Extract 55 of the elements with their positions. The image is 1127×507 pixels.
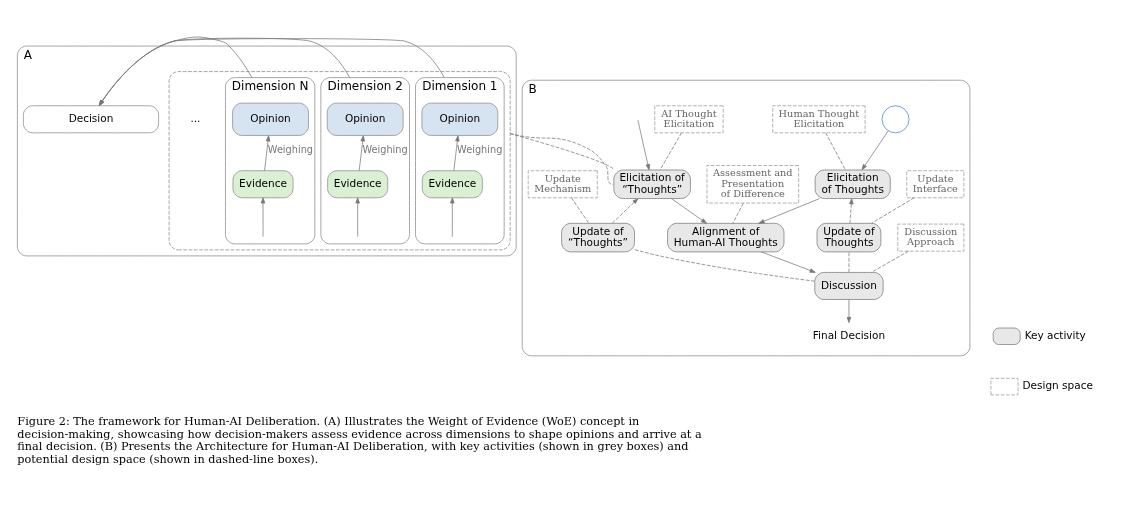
arrow bbox=[637, 119, 651, 171]
arrow bbox=[98, 36, 253, 106]
node-box: Elicitation of Thoughts bbox=[814, 169, 891, 199]
node-box: Opinion bbox=[232, 102, 309, 136]
edge-label: Weighing bbox=[457, 144, 503, 156]
connector bbox=[659, 132, 682, 171]
arrow bbox=[758, 198, 820, 224]
arrow bbox=[453, 135, 460, 171]
legend-label: Design space bbox=[1022, 379, 1093, 392]
edge-label: Weighing bbox=[267, 144, 314, 156]
connector bbox=[634, 249, 815, 282]
arrow bbox=[358, 135, 365, 171]
connector bbox=[571, 197, 590, 224]
node-box: Opinion bbox=[326, 102, 404, 136]
node-box: AI Thought Elicitation bbox=[654, 105, 724, 134]
arrow bbox=[611, 198, 639, 224]
node-box: Evidence bbox=[232, 170, 294, 199]
arrow bbox=[450, 197, 455, 238]
arrow bbox=[761, 251, 816, 273]
arrow bbox=[260, 197, 266, 238]
edge-label: Weighing bbox=[362, 144, 408, 156]
legend-label: Key activity bbox=[1024, 329, 1086, 342]
arrow bbox=[861, 130, 889, 171]
node-box: Update Mechanism bbox=[527, 170, 598, 199]
connector bbox=[825, 132, 846, 171]
node-box: Decision bbox=[23, 105, 159, 134]
connector bbox=[871, 197, 915, 224]
node-box: Update of Thoughts bbox=[816, 222, 882, 253]
node-box: Update of “Thoughts” bbox=[561, 222, 635, 253]
arrow bbox=[98, 37, 351, 106]
node-box: Update Interface bbox=[906, 170, 965, 199]
node-box: Assessment and Presentation of Difference bbox=[706, 165, 799, 204]
node-box: Discussion Approach bbox=[897, 223, 965, 252]
connector bbox=[848, 251, 850, 273]
arrow bbox=[671, 198, 707, 224]
connector bbox=[870, 250, 909, 273]
label: ... bbox=[190, 112, 201, 125]
arrow bbox=[264, 135, 271, 171]
connector bbox=[732, 202, 744, 224]
caption: Figure 2: The framework for Human-AI Deliberation. (A) Illustrates the Weight of Evidence (WoE) concept in decision-making, showcasing how decision-makers assess evidence across dimensions to shape opinions and arrive at a final decision. (B) Presents the Architecture for Human-AI Deliberation, with key activities (shown in grey boxes) and potential design space (shown in dashed-line boxes). bbox=[17, 414, 702, 467]
node-box: Evidence bbox=[327, 170, 389, 199]
node-box: Alignment of Human-AI Thoughts bbox=[667, 222, 785, 253]
arrow bbox=[355, 197, 360, 238]
node-person bbox=[881, 105, 910, 134]
arrow bbox=[846, 299, 852, 323]
node-text: Final Decision bbox=[812, 329, 886, 342]
arrow bbox=[849, 198, 854, 224]
node-box: Human Thought Elicitation bbox=[772, 105, 866, 134]
cluster bbox=[168, 71, 511, 251]
node-box: Evidence bbox=[421, 170, 483, 199]
node-box: Opinion bbox=[421, 102, 499, 136]
arrow bbox=[98, 38, 445, 106]
node-box: Elicitation of “Thoughts” bbox=[613, 169, 691, 199]
node-box: Discussion bbox=[814, 272, 884, 300]
connector bbox=[509, 133, 614, 185]
